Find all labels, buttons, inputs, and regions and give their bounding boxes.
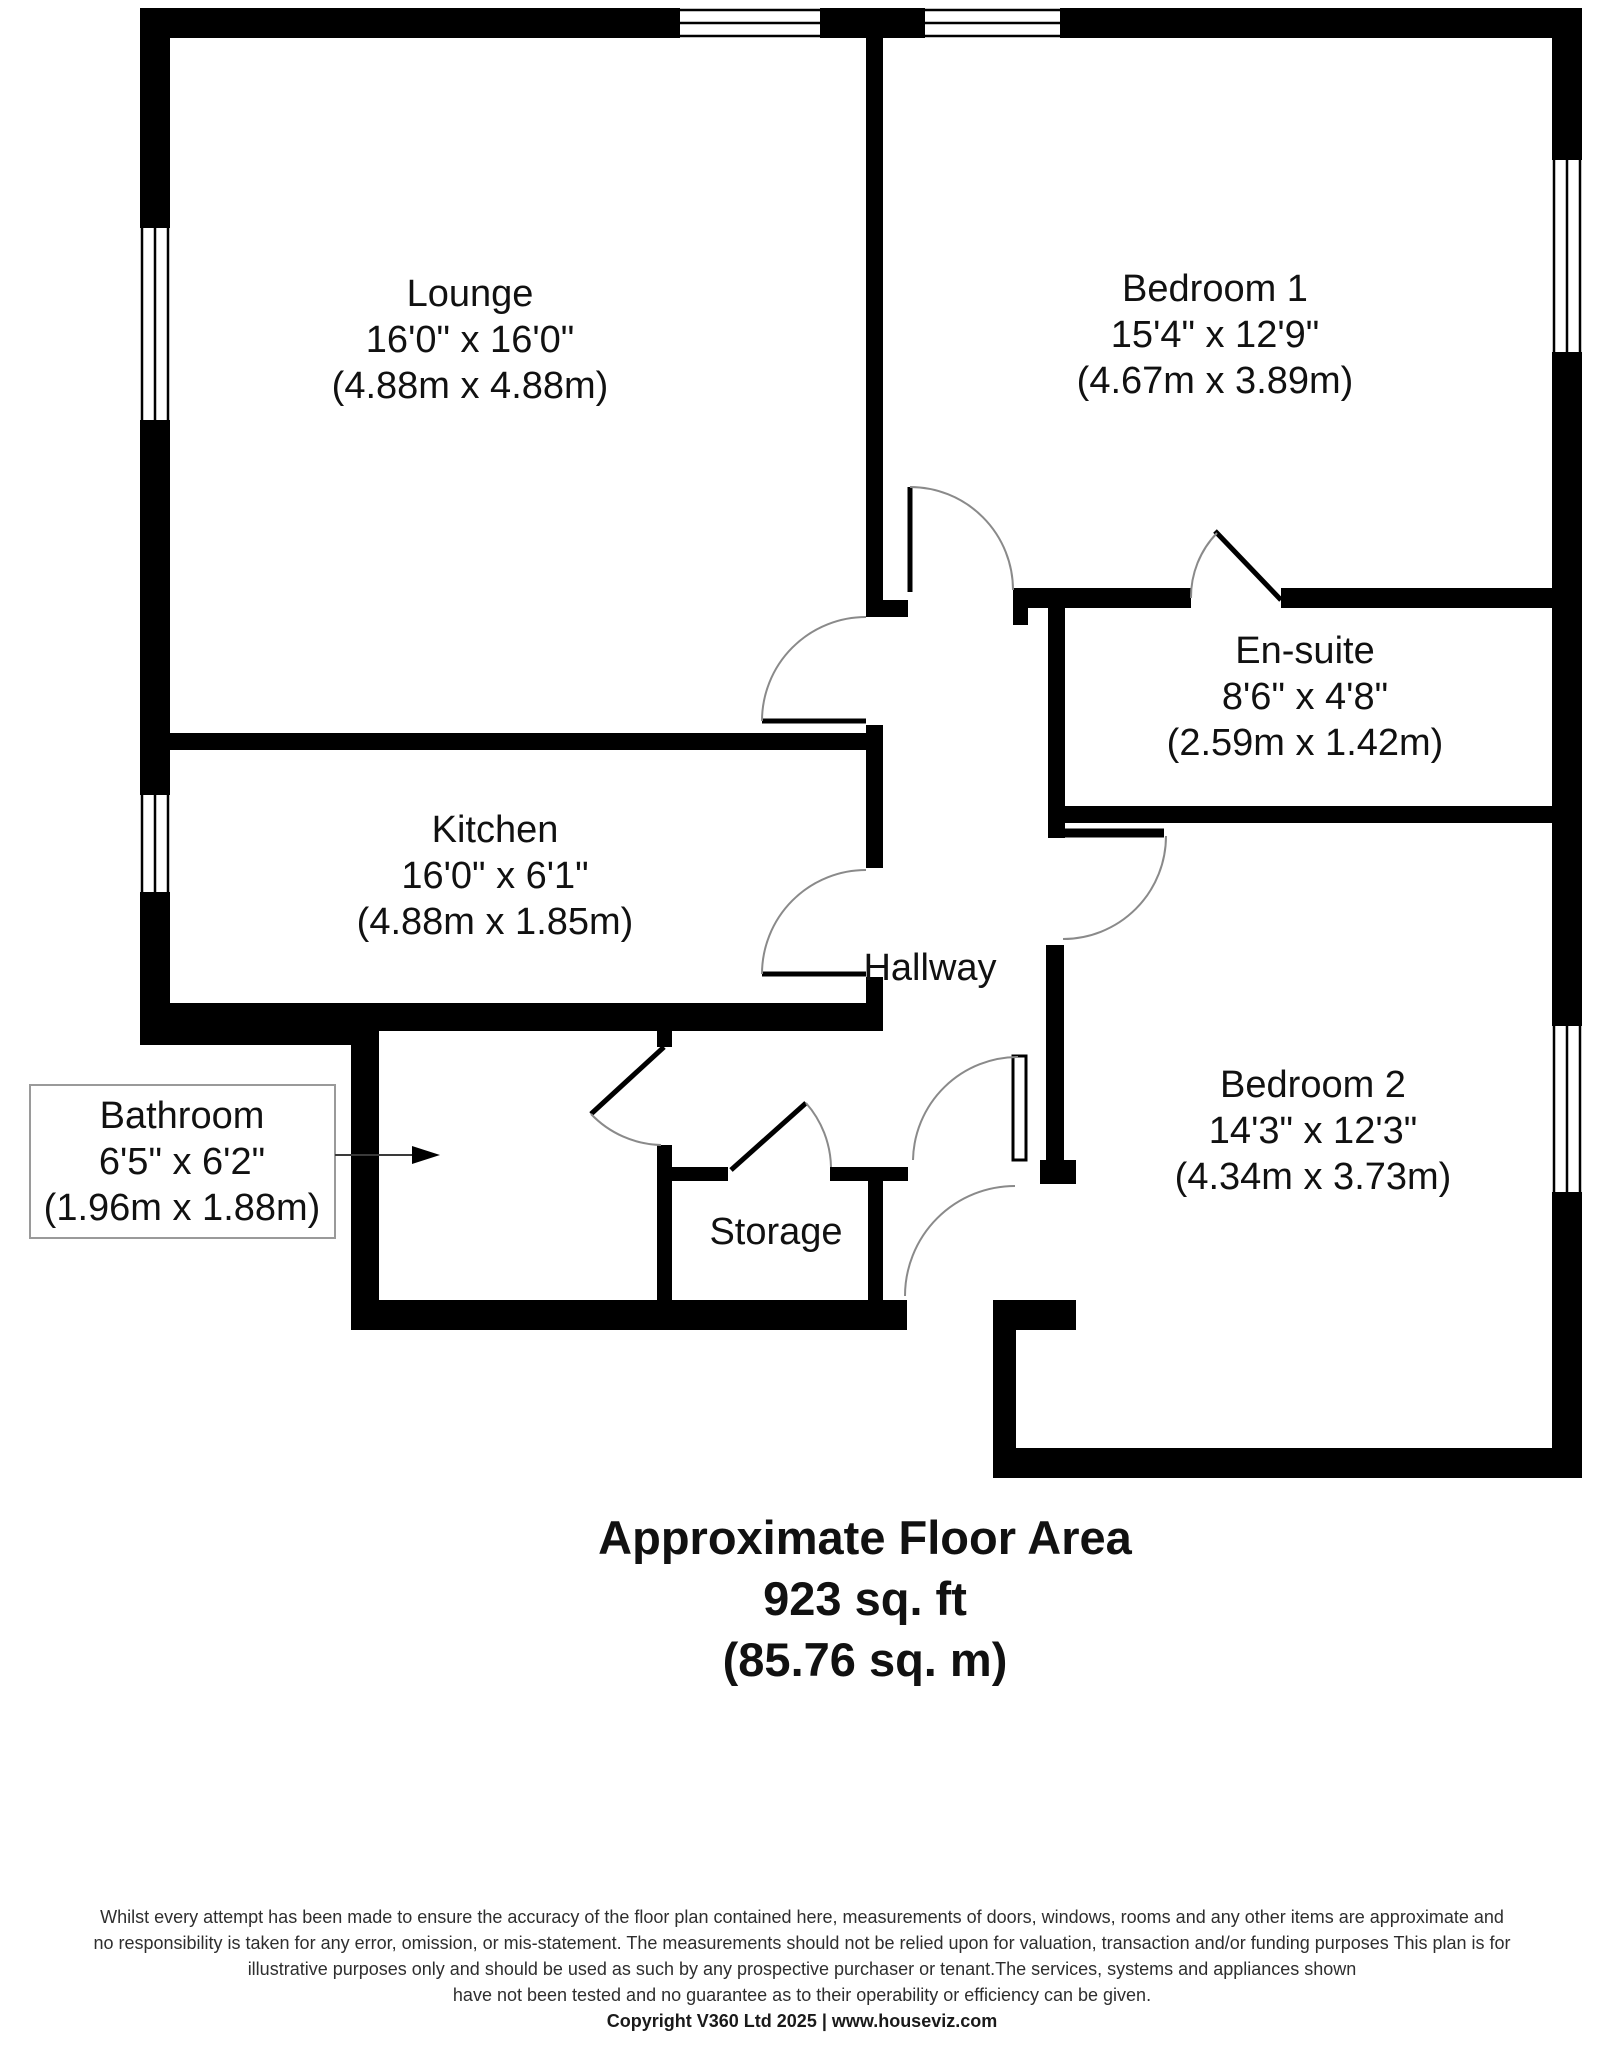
wall-segment [1013,1300,1076,1330]
room-size-metric: (4.67m x 3.89m) [1076,360,1354,402]
room-label-storage: Storage [709,1209,842,1255]
interior-walls [170,38,1552,1300]
room-label-kitchen: Kitchen 16'0" x 6'1" (4.88m x 1.85m) [357,807,634,945]
wall-segment [993,1448,1582,1478]
door-arc [904,1185,1016,1297]
door-leaf [1213,529,1283,602]
wall-segment [672,1167,728,1181]
room-size-metric: (4.88m x 4.88m) [331,365,609,407]
room-name: En-suite [1235,630,1375,672]
room-size-imperial: 16'0" x 16'0" [365,319,575,361]
room-name: Bedroom 1 [1122,268,1308,310]
wall-segment [657,1031,672,1047]
wall-segment [820,8,925,38]
floor-area-imperial: 923 sq. ft [763,1572,967,1625]
wall-segment [868,1167,883,1300]
wall-segment [1552,38,1582,160]
disclaimer-line: no responsibility is taken for any error… [93,1933,1511,1953]
room-size-imperial: 6'5" x 6'2" [98,1141,266,1183]
window [1552,160,1582,352]
door-arc [761,869,867,975]
wall-segment [883,600,908,617]
wall-segment [866,725,883,868]
wall-segment [1060,8,1582,38]
door-leaf [729,1101,808,1172]
exterior-walls [140,8,1582,1478]
wall-segment [1281,588,1552,608]
room-label-bedroom2: Bedroom 2 14'3" x 12'3" (4.34m x 3.73m) [1175,1062,1452,1200]
floor-area-summary: Approximate Floor Area 923 sq. ft (85.76… [598,1507,1132,1690]
floor-area-title: Approximate Floor Area [598,1511,1132,1564]
door-arc [590,1113,662,1146]
wall-segment [1048,806,1552,823]
wall-segment [140,420,170,795]
room-label-bathroom: Bathroom 6'5" x 6'2" (1.96m x 1.88m) [44,1093,321,1231]
window [925,8,1060,38]
room-size-metric: (1.96m x 1.88m) [43,1187,321,1229]
floor-area-metric: (85.76 sq. m) [722,1633,1008,1686]
window [140,228,170,420]
room-size-imperial: 16'0" x 6'1" [401,855,589,897]
wall-segment [866,977,883,1031]
room-name: Storage [709,1211,843,1253]
room-size-metric: (4.34m x 3.73m) [1174,1156,1452,1198]
door-arc [909,486,1014,591]
wall-segment [993,1300,1016,1478]
wall-segment [1046,945,1064,1160]
doors [589,486,1283,1297]
room-name: Kitchen [431,809,559,851]
room-label-lounge: Lounge 16'0" x 16'0" (4.88m x 4.88m) [332,271,609,409]
room-size-imperial: 14'3" x 12'3" [1208,1110,1418,1152]
wall-segment [170,733,866,750]
bathroom-callout [29,1084,440,1239]
door-arc [1062,835,1167,940]
disclaimer-line: have not been tested and no guarantee as… [452,1985,1152,2005]
disclaimer-line: Whilst every attempt has been made to en… [100,1907,1504,1927]
door-arc [761,616,867,722]
bathroom-pointer-arrow-icon [412,1146,440,1164]
wall-segment [657,1145,672,1300]
window [1552,1026,1582,1192]
room-name: Bedroom 2 [1220,1064,1406,1106]
disclaimer-line: illustrative purposes only and should be… [247,1959,1357,1979]
wall-segment [140,8,680,38]
window [140,795,170,892]
wall-segment [1048,608,1065,838]
wall-segment [1040,1160,1076,1184]
copyright-line: Copyright V360 Ltd 2025 | www.houseviz.c… [606,2011,998,2031]
windows [140,8,1582,1192]
wall-segment [1013,588,1191,608]
room-name: Lounge [406,273,534,315]
wall-segment [140,1003,351,1045]
wall-segment [140,8,170,228]
room-label-ensuite: En-suite 8'6" x 4'8" (2.59m x 1.42m) [1167,628,1444,766]
wall-segment [1552,352,1582,1026]
wall-segment [351,1003,379,1330]
wall-segment [1013,588,1028,625]
door-leaf [1011,1054,1028,1162]
room-label-bedroom1: Bedroom 1 15'4" x 12'9" (4.67m x 3.89m) [1077,266,1354,404]
door-arc [912,1056,1019,1161]
wall-segment [351,1300,907,1330]
room-size-imperial: 8'6" x 4'8" [1221,676,1389,718]
door-leaf [589,1045,666,1116]
room-size-metric: (2.59m x 1.42m) [1166,722,1444,764]
room-size-metric: (4.88m x 1.85m) [356,901,634,943]
bathroom-label-box [29,1084,336,1239]
room-name: Hallway [863,947,997,989]
room-name: Bathroom [99,1095,265,1137]
window [680,8,820,38]
room-label-hallway: Hallway [863,945,996,991]
disclaimer: Whilst every attempt has been made to en… [0,1904,1604,2034]
wall-segment [1552,1192,1582,1478]
room-size-imperial: 15'4" x 12'9" [1110,314,1320,356]
door-arc [805,1102,832,1168]
wall-segment [866,38,883,617]
door-arc [1189,532,1218,599]
